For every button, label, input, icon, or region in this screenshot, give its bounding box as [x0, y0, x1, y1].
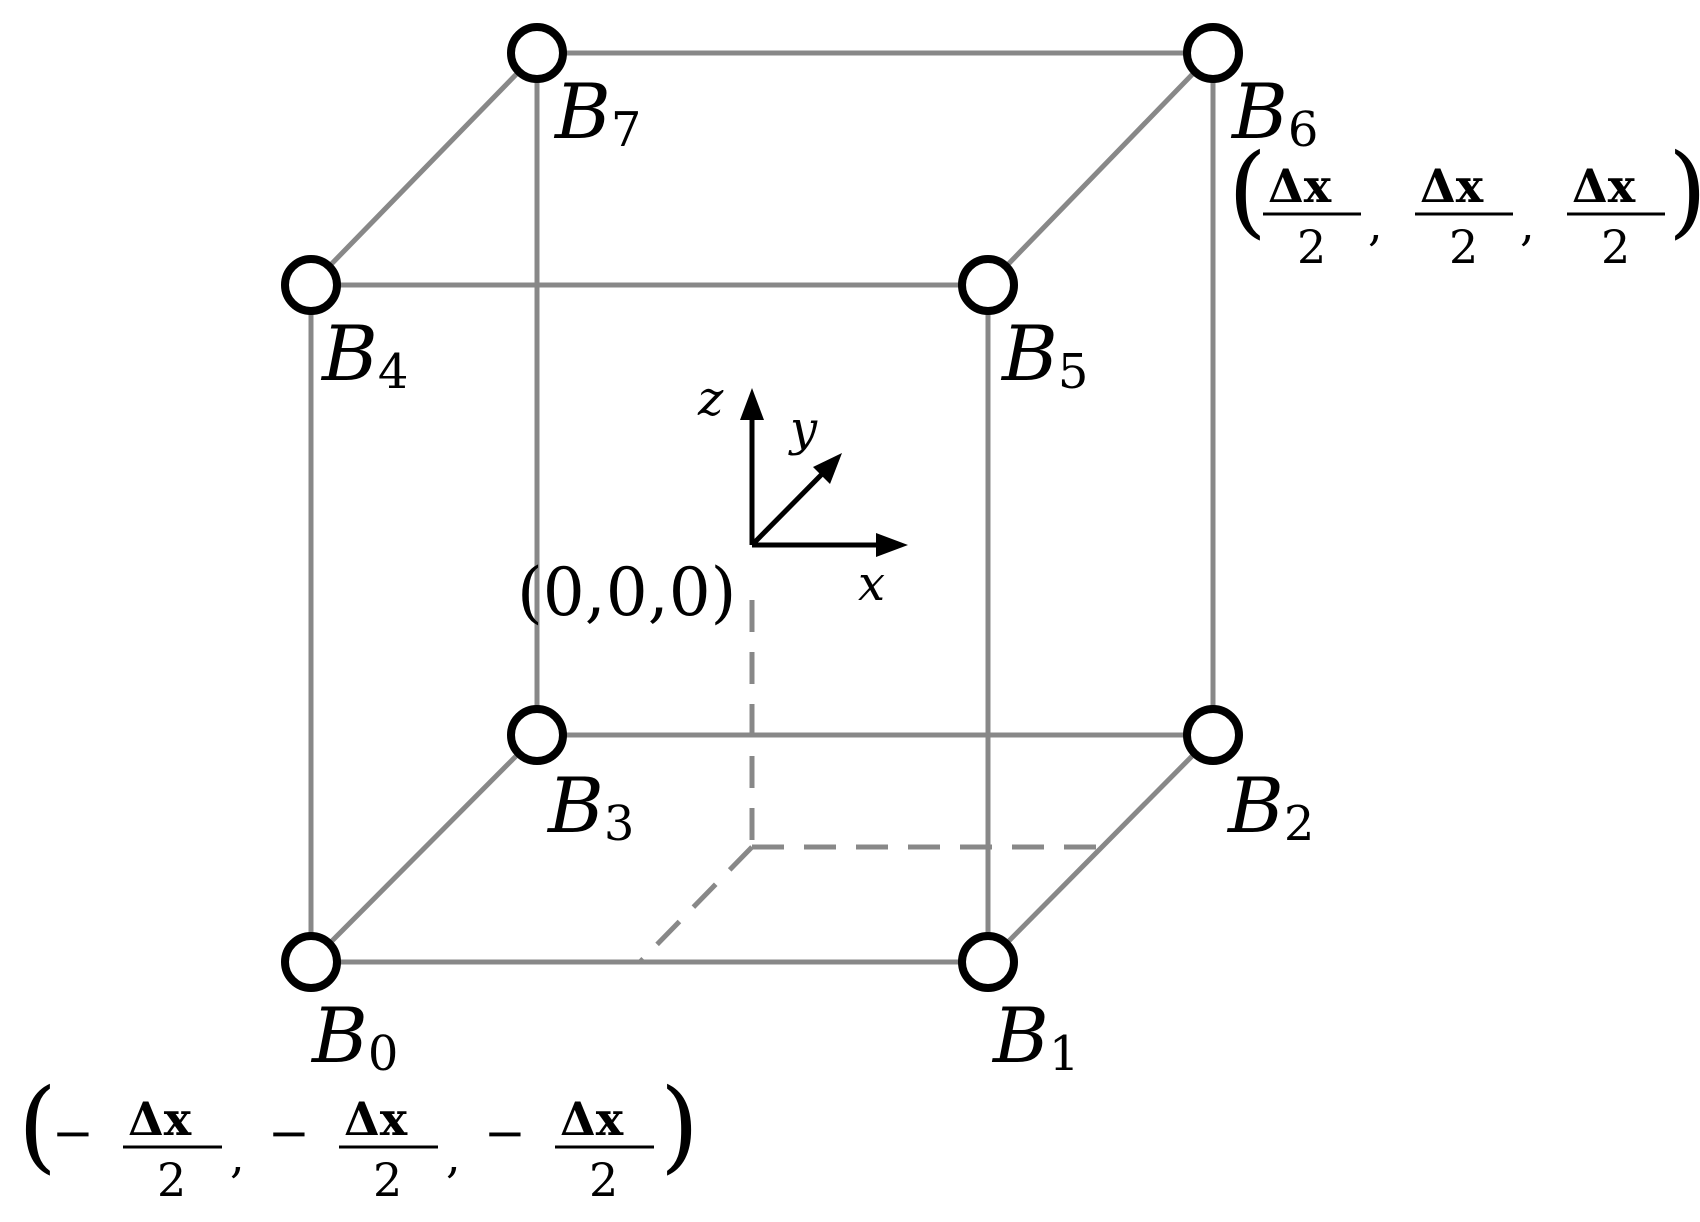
frac-den: 2 [373, 1153, 402, 1207]
paren-close: ) [660, 1067, 699, 1184]
frac-den: 2 [589, 1153, 618, 1207]
edge-b5-b6 [986, 51, 1215, 287]
vertex-b2 [1183, 705, 1243, 765]
paren-open: ( [1228, 132, 1267, 249]
y-axis-line [750, 468, 828, 547]
frac-num: Δx [1268, 159, 1332, 213]
x-axis-arrowhead [876, 533, 908, 557]
minus-sign: − [268, 1104, 310, 1162]
frac-num: Δx [560, 1092, 624, 1146]
label-b3: B3 [546, 761, 634, 852]
label-b7: B7 [553, 67, 641, 158]
origin-label: (0,0,0) [517, 554, 736, 631]
vertex-b6 [1183, 23, 1243, 83]
coordinate-negative-corner: ( − Δx 2 , − Δx 2 , − Δx 2 ) [18, 1067, 699, 1207]
paren-close: ) [1668, 132, 1700, 249]
paren-open: ( [18, 1067, 57, 1184]
edge-b1-b2 [986, 733, 1215, 964]
vertex-b7 [507, 23, 567, 83]
z-axis-label: z [697, 371, 724, 427]
coordinate-axes: z y x (0,0,0) [517, 371, 908, 631]
label-b4: B4 [320, 309, 408, 400]
edge-b4-b7 [309, 51, 539, 287]
vertex-b5 [958, 255, 1018, 315]
separator: , [1368, 197, 1383, 251]
frac-den: 2 [157, 1153, 186, 1207]
label-b2: B2 [1226, 761, 1314, 852]
minus-sign: − [484, 1104, 526, 1162]
frac-num: Δx [344, 1092, 408, 1146]
frac-den: 2 [1449, 220, 1478, 274]
label-b6: B6 [1230, 67, 1318, 158]
separator: , [230, 1129, 245, 1183]
label-b5: B5 [1000, 309, 1088, 400]
frac-den: 2 [1601, 220, 1630, 274]
edge-b0-b3 [309, 733, 539, 964]
frac-den: 2 [1297, 220, 1326, 274]
x-axis-label: x [858, 556, 885, 612]
coordinate-positive-corner: ( Δx 2 , Δx 2 , Δx 2 ) [1228, 132, 1700, 274]
frac-num: Δx [1572, 159, 1636, 213]
cube-vertices [281, 23, 1243, 992]
z-axis-arrowhead [740, 388, 764, 420]
y-axis-arrowhead [813, 453, 842, 484]
cube-edges [308, 50, 1216, 965]
projection-lines [638, 600, 1110, 964]
minus-sign: − [52, 1104, 94, 1162]
separator: , [446, 1129, 461, 1183]
separator: , [1520, 197, 1535, 251]
vertex-labels: B0 B1 B2 B3 B4 B5 B6 B7 [310, 67, 1318, 1082]
dashed-diagonal [638, 845, 754, 964]
label-b0: B0 [310, 991, 398, 1082]
frac-num: Δx [128, 1092, 192, 1146]
y-axis-label: y [788, 401, 818, 457]
vertex-b0 [281, 932, 341, 992]
vertex-b3 [507, 705, 567, 765]
frac-num: Δx [1420, 159, 1484, 213]
vertex-b4 [281, 255, 341, 315]
vertex-b1 [958, 932, 1018, 992]
label-b1: B1 [991, 991, 1079, 1082]
